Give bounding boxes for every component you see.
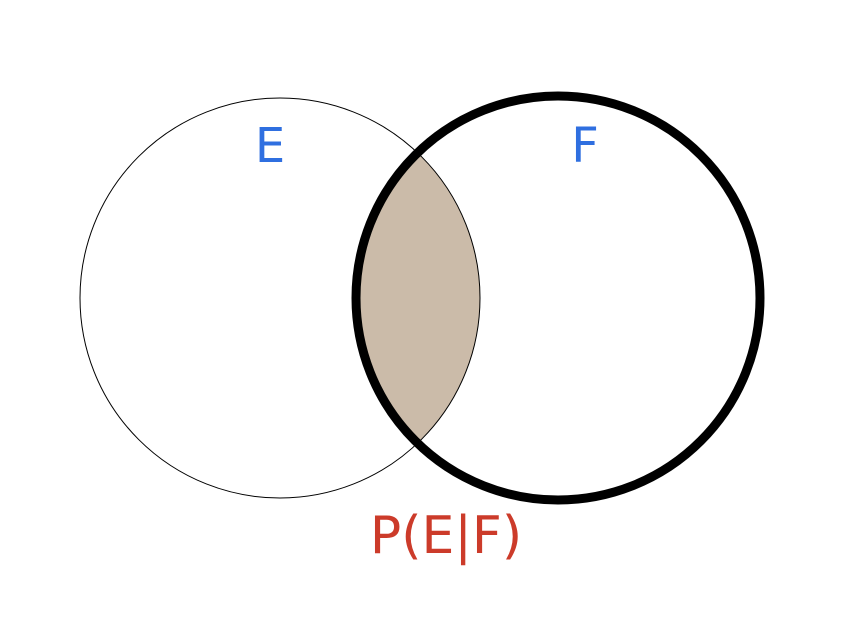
set-f-circle (351, 91, 765, 505)
set-e-label: E (255, 118, 285, 174)
set-e-circle (79, 97, 481, 499)
set-f-label: F (571, 118, 599, 174)
conditional-probability-caption: P(E|F) (370, 506, 522, 566)
